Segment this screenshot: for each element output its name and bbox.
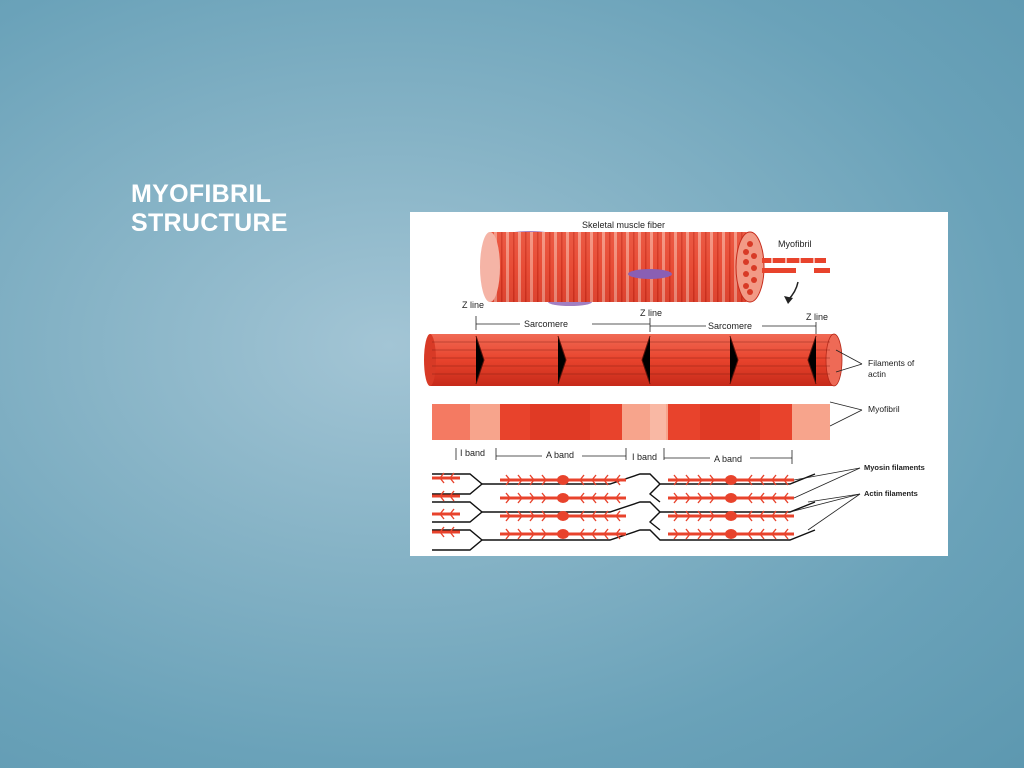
label-filaments-of-actin-2: actin [868, 369, 886, 379]
label-myofibril-top: Myofibril [778, 239, 812, 249]
label-filaments-of-actin-1: Filaments of [868, 358, 915, 368]
band-dimension-lines [455, 448, 793, 464]
label-z-line-right: Z line [806, 312, 828, 322]
myosin-filament-bars [432, 476, 794, 536]
label-skeletal-muscle-fiber: Skeletal muscle fiber [582, 220, 665, 230]
label-i-band-mid: I band [632, 452, 657, 462]
label-z-line-left: Z line [462, 300, 484, 310]
label-i-band-left: I band [460, 448, 485, 458]
actin-filament-lines [432, 473, 816, 551]
slide-title-line-1: MYOFIBRIL [131, 180, 272, 208]
label-myosin-filaments: Myosin filaments [864, 463, 925, 472]
slide-title: MYOFIBRIL STRUCTURE [131, 180, 391, 238]
label-myofibril-mid: Myofibril [868, 404, 900, 414]
m-line-nodes [557, 475, 737, 539]
myofibril-band-strip [432, 404, 830, 440]
myofibril-diagram: Skeletal muscle fiber Myofibril Z line Z… [410, 212, 948, 556]
myosin-heads [439, 472, 789, 540]
myofibril-diagram-svg: Skeletal muscle fiber Myofibril Z line Z… [424, 220, 925, 551]
label-sarcomere-left: Sarcomere [524, 319, 568, 329]
label-a-band-left: A band [546, 450, 574, 460]
label-a-band-right: A band [714, 454, 742, 464]
skeletal-muscle-fiber [480, 231, 830, 306]
sarcomere-dimension-lines [475, 316, 817, 334]
filament-detail [432, 472, 816, 551]
myofibril-cylinder [424, 333, 843, 387]
label-actin-filaments: Actin filaments [864, 489, 918, 498]
label-z-line-mid: Z line [640, 308, 662, 318]
nucleus-icon [628, 269, 672, 279]
slide-title-line-2: STRUCTURE [131, 209, 288, 237]
label-sarcomere-right: Sarcomere [708, 321, 752, 331]
